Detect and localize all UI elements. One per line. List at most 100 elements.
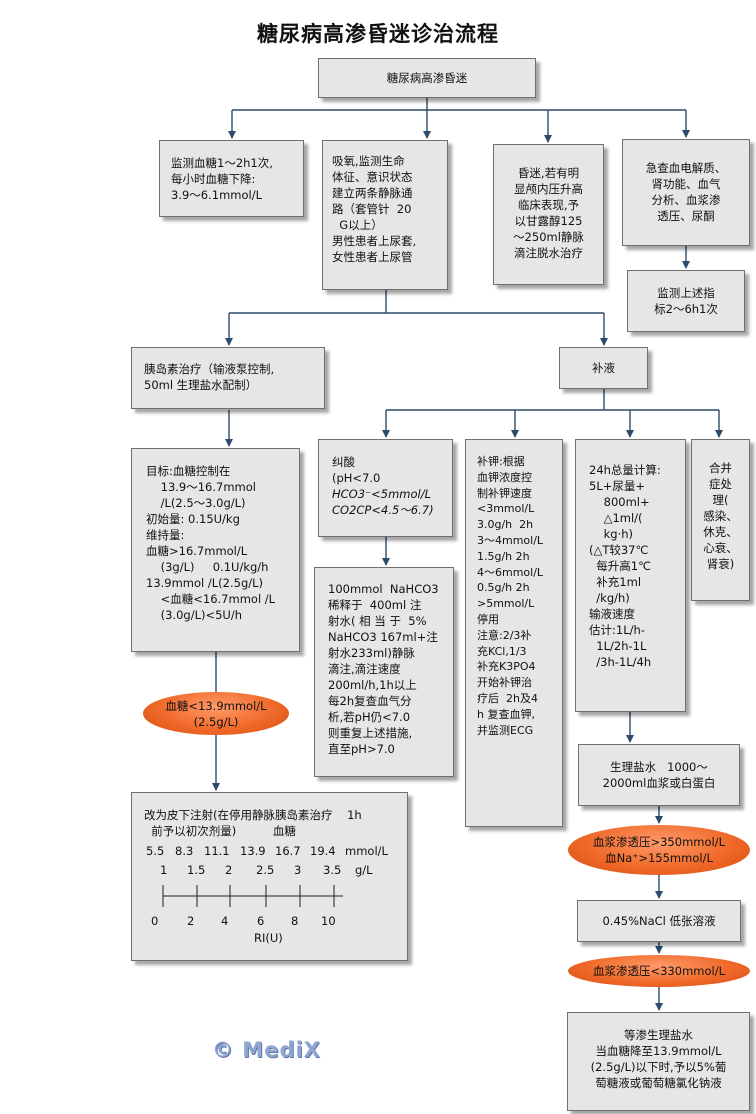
scale-g-label: 3.5 (323, 863, 342, 877)
node-text-line: 症处 (709, 477, 732, 491)
scale-mmol-label: 11.1 (204, 844, 230, 858)
node-text-line: 并监测ECG (477, 723, 534, 737)
node-text-line: 析,若pH仍<7.0 (328, 710, 411, 724)
node-text-line: 每小时血糖下降: (171, 172, 256, 186)
node-text-line: 男性患者上尿套, (332, 234, 417, 248)
scale-ri-label: 4 (221, 914, 229, 928)
node-text-line: 则重复上述措施, (328, 726, 413, 740)
glucose-threshold-ellipse: 血糖<13.9mmol/L (2.5g/L) (143, 692, 289, 735)
node-text-line: (2.5g/L)以下时,予以5%葡 (590, 1060, 727, 1074)
node-text-line: 估计:1L/h- (589, 623, 645, 637)
scale-g-unit: g/L (355, 863, 373, 877)
node-text-line: 急查血电解质、 (645, 161, 727, 175)
node-text-line: /3h-1L/4h (589, 655, 652, 669)
node-text-line: /L(2.5～3.0g/L) (146, 496, 246, 510)
node-text-line: 疗后 2h及4 (477, 691, 538, 705)
node-text-line: NaHCO3 167ml+注 (328, 630, 438, 644)
node-text-line: (2.5g/L) (193, 714, 239, 729)
node-text-line: (△T较37℃ (589, 543, 649, 557)
node-text-line: 13.9～16.7mmol (146, 480, 256, 494)
node-text-line: kg·h) (589, 527, 634, 541)
node-text-line: h 复查血钾, (477, 707, 535, 721)
node-text-line: 血浆渗透压<330mmol/L (592, 964, 725, 978)
node-text-line: 3.0g/h 2h (477, 518, 534, 532)
node-text-line: 维持量: (146, 528, 185, 542)
subcutaneous-node: 改为皮下注射(在停用静脉胰岛素治疗 1h 前予以初次剂量) 血糖 (131, 792, 408, 961)
node-text-line: 监测血糖1～2h1次, (171, 156, 273, 170)
node-text-line: <血糖<16.7mmol /L (146, 592, 276, 606)
node-text-line: 肾衰) (706, 557, 735, 571)
node-text-line: 理( (712, 493, 729, 507)
node-text-line: 制补钾速度 (477, 486, 532, 500)
node-text-line: 血糖>16.7mmol/L (146, 544, 248, 558)
node-text-line: 建立两条静脉通 (332, 186, 413, 200)
root-node: 糖尿病高渗昏迷 (318, 58, 536, 98)
node-text-line: 直至pH>7.0 (328, 742, 395, 756)
node-text-line: 等渗生理盐水 (624, 1028, 693, 1042)
node-text-line: /kg/h) (589, 591, 630, 605)
node-text-line: 生理盐水 1000～ (610, 760, 708, 774)
scale-mmol-label: 5.5 (146, 844, 165, 858)
node-text-line: ～250ml静脉 (513, 230, 584, 244)
node-text-line: 血Na⁺>155mmol/L (605, 851, 713, 865)
scale-mmol-label: 13.9 (240, 844, 266, 858)
insulin-therapy-node: 胰岛素治疗（输液泵控制, 50ml 生理盐水配制） (131, 347, 325, 409)
scale-g-label: 1 (160, 863, 168, 877)
complications-node: 合并 症处 理( 感染、 休克、 心衰、 肾衰) (691, 439, 750, 601)
node-text-line: >5mmol/L (477, 597, 535, 611)
node-text-line: G以上） (332, 218, 383, 232)
high-osmolality-ellipse: 血浆渗透压>350mmol/L 血Na⁺>155mmol/L (568, 825, 750, 875)
node-text-line: 临床表现,予 (517, 198, 580, 212)
scale-ri-label: 10 (321, 914, 336, 928)
scale-ri-unit: RI(U) (254, 931, 283, 945)
scale-ri-label: 8 (291, 914, 299, 928)
hypotonic-saline-node: 0.45%NaCl 低张溶液 (577, 900, 741, 942)
node-text-line: 1.5g/h 2h (477, 549, 530, 563)
node-text-line: 3.9～6.1mmol/L (171, 188, 262, 202)
node-text-line: (3g/L) 0.1U/kg/h (146, 560, 269, 574)
node-text-line: 3～4mmol/L (477, 533, 544, 547)
page-title: 糖尿病高渗昏迷诊治流程 (257, 21, 499, 46)
node-text-line: 以甘露醇125 (514, 214, 583, 228)
isotonic-saline-node: 等渗生理盐水 当血糖降至13.9mmol/L (2.5g/L)以下时,予以5%葡… (567, 1012, 750, 1111)
node-text-line: 显颅内压升高 (514, 182, 583, 196)
monitor-glucose-node: 监测血糖1～2h1次, 每小时血糖下降: 3.9～6.1mmol/L (159, 140, 304, 217)
node-text-line: 标2～6h1次 (654, 302, 718, 316)
node-text-line: 分析、血浆渗 (651, 193, 721, 207)
node-text-line: 补充1ml (589, 575, 642, 589)
node-text-line: HCO3⁻<5mmol/L (332, 487, 431, 501)
scale-g-label: 2 (225, 863, 233, 877)
node-text-line: 0.45%NaCl 低张溶液 (602, 914, 716, 928)
labs-node: 急查血电解质、 肾功能、血气 分析、血浆渗 透压、尿酮 (622, 139, 750, 246)
fluid-replacement-node: 补液 (559, 347, 648, 389)
node-text-line: 13.9mmol /L(2.5g/L) (146, 576, 264, 590)
scale-mmol-label: 16.7 (275, 844, 301, 858)
node-text-line: 滴注,滴注速度 (328, 662, 401, 676)
scale-ri-label: 6 (257, 914, 265, 928)
node-text-line: 24h总量计算: (589, 463, 661, 477)
root-label: 糖尿病高渗昏迷 (386, 71, 468, 85)
watermark-logo: © MediX (212, 1038, 321, 1062)
acidosis-node: 纠酸 (pH<7.0 HCO3⁻<5mmol/L CO2CP<4.5～6.7) (318, 439, 453, 537)
node-text-line: 补钾:根据 (477, 455, 525, 468)
node-text-line: 感染、 (703, 509, 738, 523)
node-text-line: 射水( 相 当 于 5% (328, 614, 427, 628)
low-osmolality-ellipse: 血浆渗透压<330mmol/L (568, 955, 750, 987)
node-text-line: 输液速度 (589, 607, 635, 621)
node-text-line: 纠酸 (332, 455, 355, 469)
node-text-line: <3mmol/L (477, 502, 535, 516)
scale-ri-label: 0 (151, 914, 159, 928)
scale-g-label: 3 (294, 863, 302, 877)
insulin-target-node: 目标:血糖控制在 13.9～16.7mmol /L(2.5～3.0g/L) 初始… (131, 448, 300, 652)
node-text-line: 4～6mmol/L (477, 565, 544, 579)
node-text-line: 胰岛素治疗（输液泵控制, (144, 362, 275, 376)
saline-node: 生理盐水 1000～ 2000ml血浆或白蛋白 (578, 744, 740, 806)
node-text-line: 萄糖液或葡萄糖氯化钠液 (595, 1076, 722, 1090)
node-text-line: 改为皮下注射(在停用静脉胰岛素治疗 1h (144, 808, 362, 822)
node-text-line: 血钾浓度控 (477, 470, 532, 484)
node-text-line: 每升高1℃ (589, 559, 652, 573)
node-text-line: 停用 (477, 612, 499, 626)
node-text-line: 200ml/h,1h以上 (328, 678, 417, 692)
node-text-line: 路（套管针 20 (332, 202, 412, 216)
node-text-line: (3.0g/L)<5U/h (146, 608, 242, 622)
